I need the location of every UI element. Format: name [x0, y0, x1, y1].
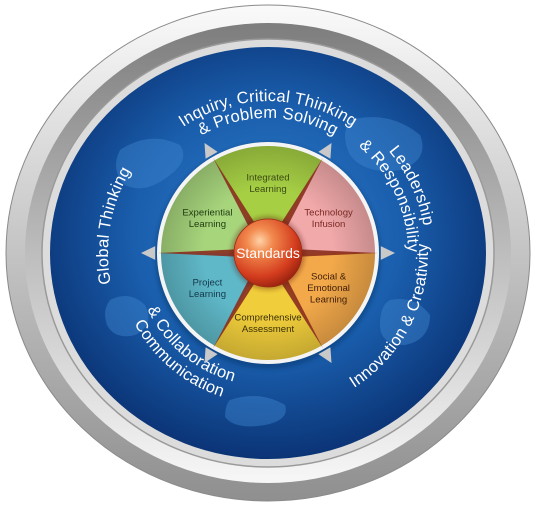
pointer-triangle: [204, 347, 218, 363]
pointer-triangle: [318, 347, 332, 363]
standards-label: Standards: [236, 245, 300, 261]
pointer-triangle: [204, 143, 218, 159]
pointer-triangle: [318, 143, 332, 159]
outer-pointers: [141, 143, 395, 363]
pointer-triangle: [141, 246, 156, 260]
pointer-triangle: [380, 246, 395, 260]
standards-sphere: [233, 218, 303, 288]
world-map-decoration: [105, 117, 430, 427]
